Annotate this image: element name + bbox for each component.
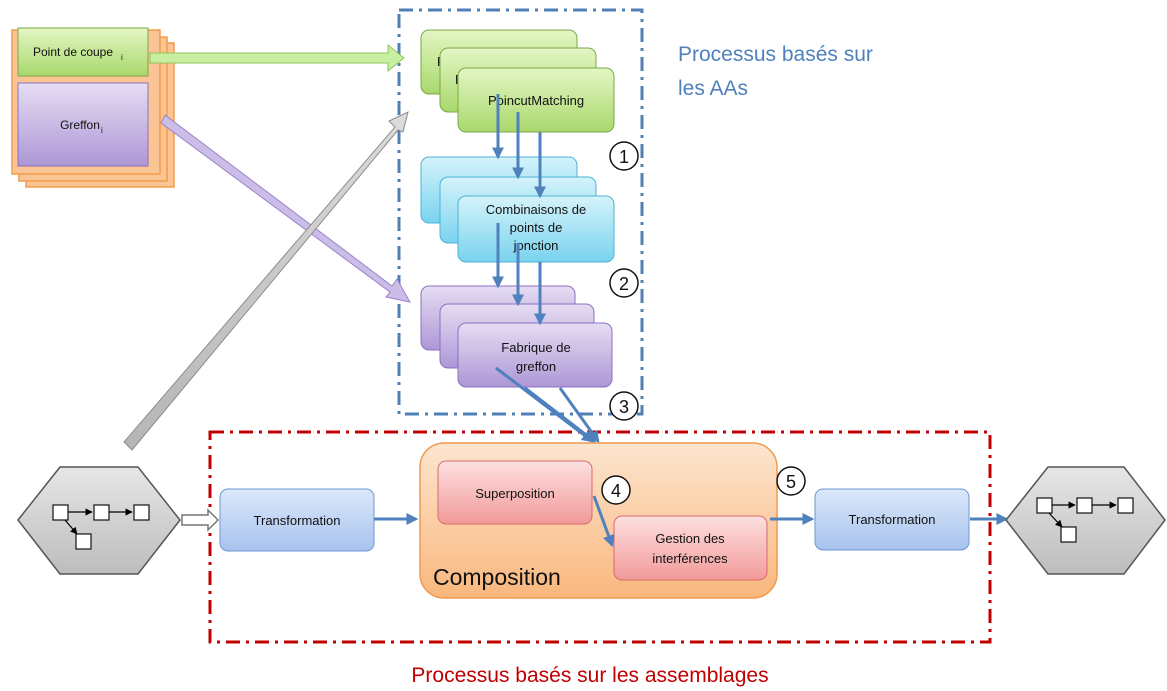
interference-label-line2: interférences [652,551,728,566]
pointcut-subscript: i [121,53,123,62]
transformation-in-label: Transformation [254,513,341,528]
step-4-label: 4 [611,481,621,501]
assembly-flow-arrows [374,495,1009,548]
interference-management-box [613,515,768,581]
advice-label: Greffon [60,118,100,132]
interference-label-line1: Gestion des [655,531,725,546]
transformation-out-label: Transformation [849,512,936,527]
base-assembly-hexagon [17,466,181,575]
aspect-input-stack: Point de coupe i Greffon i [11,27,175,188]
woven-assembly-hexagon [1005,466,1166,575]
base-to-aa-arrow [123,111,409,451]
joinpoint-label-line1: Combinaisons de [486,202,586,217]
advice-subscript: i [101,126,103,135]
assembly-processes-title: Processus basés sur les assemblages [411,664,768,687]
step-4-circle: 4 [601,475,631,505]
superposition-box [437,460,593,525]
pointcut-to-matching-arrow [149,43,405,73]
assembly-processes-region [208,430,992,644]
step-1-label: 1 [619,147,629,167]
advice-to-factory-arrow [160,114,411,303]
advice-factory-label-line1: Fabrique de [501,340,570,355]
step-2-label: 2 [619,274,629,294]
composition-label: Composition [433,564,561,590]
aa-flow-arrows [492,94,600,443]
step-1-circle: 1 [609,141,639,171]
transformation-out-box [814,488,970,551]
aa-processes-title-line1: Processus basés sur [678,43,873,66]
pointcut-label: Point de coupe [33,45,113,59]
advice-factory-label-line2: greffon [516,359,556,374]
aa-processes-title-line2: les AAs [678,77,748,100]
step-3-label: 3 [619,397,629,417]
superposition-label: Superposition [475,486,555,501]
step-3-circle: 3 [609,391,639,421]
aa-processes-region [397,8,644,416]
advice-factory-stack: Fabrique de greffon [420,285,613,388]
joinpoint-label-line3: jonction [513,238,559,253]
advice-factory-box [457,322,613,388]
pointcut-box [17,27,149,77]
step-2-circle: 2 [609,268,639,298]
advice-box [17,82,149,167]
joinpoint-label-line2: points de [510,220,563,235]
step-5-label: 5 [786,472,796,492]
pointcut-matching-label: PoincutMatching [488,93,584,108]
base-to-transformation-arrow [181,508,220,532]
step-5-circle: 5 [776,466,806,496]
